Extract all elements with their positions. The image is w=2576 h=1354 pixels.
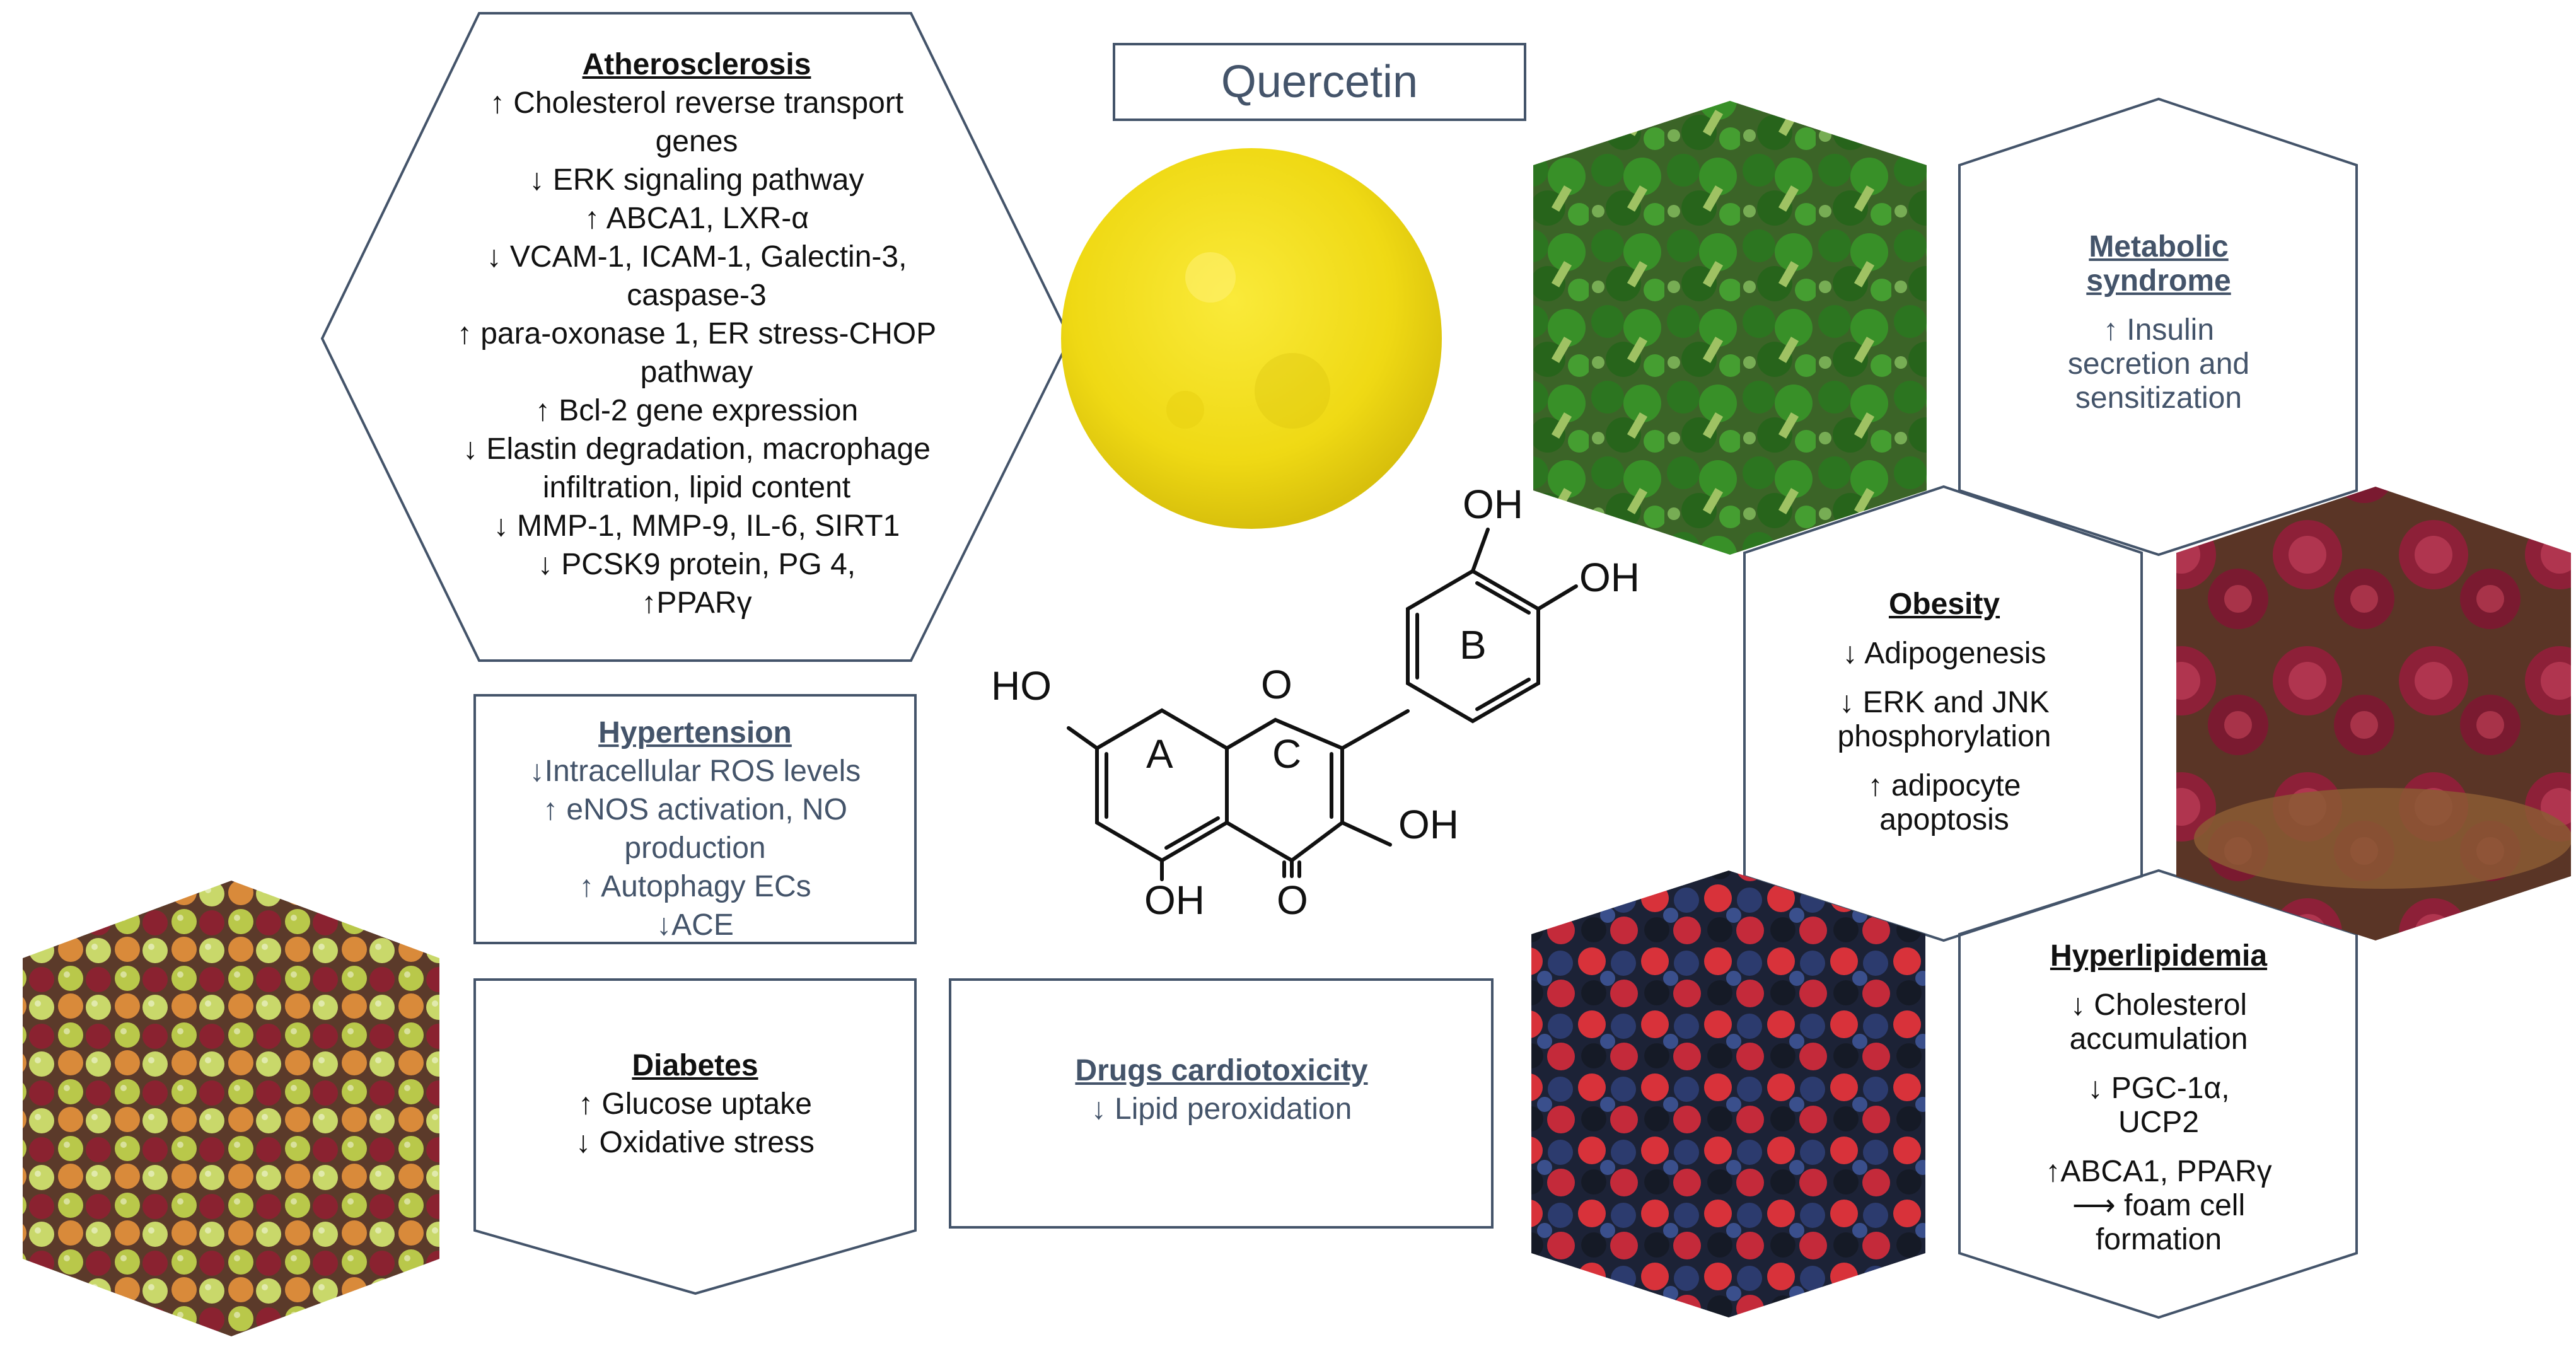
atherosclerosis-line: ↑ Bcl-2 gene expression <box>535 394 859 427</box>
obesity-line: apoptosis <box>1879 803 2009 836</box>
obesity-line: ↓ Adipogenesis <box>1842 637 2046 670</box>
obesity-line: ↓ ERK and JNK <box>1839 686 2050 719</box>
molecule-labels: OH OH HO O OH OH O A C B <box>991 482 1640 923</box>
hyperlipidemia-hexagon <box>1958 869 2358 1319</box>
obesity-line: ↑ adipocyte <box>1867 769 2021 802</box>
oh-bottom-label: OH <box>1144 877 1205 923</box>
hypertension-heading: Hypertension <box>598 716 792 749</box>
hyperlipidemia-text: Hyperlipidemia ↓ Cholesterol accumulatio… <box>1992 939 2325 1257</box>
o-ring-label: O <box>1261 662 1292 707</box>
o-ketone-label: O <box>1277 877 1308 923</box>
drugs-cardiotoxicity-line: ↓ Lipid peroxidation <box>1091 1092 1352 1126</box>
hypertension-line: ↑ Autophagy ECs <box>579 870 811 903</box>
obesity-text: Obesity ↓ Adipogenesis ↓ ERK and JNK pho… <box>1778 587 2111 837</box>
diabetes-line: ↓ Oxidative stress <box>576 1126 815 1159</box>
ring-a-label: A <box>1146 731 1173 777</box>
oh-top-label: OH <box>1463 482 1523 527</box>
metabolic-syndrome-line: ↑ Insulin <box>2103 313 2215 347</box>
ring-c-label: C <box>1272 731 1301 777</box>
hyperlipidemia-line: accumulation <box>2069 1022 2248 1056</box>
atherosclerosis-line: ↑ Cholesterol reverse transport <box>489 86 904 120</box>
hypertension-line: ↑ eNOS activation, NO <box>543 793 847 826</box>
grapes-image <box>23 881 439 1336</box>
red-onions-image <box>2176 487 2571 940</box>
atherosclerosis-line: infiltration, lipid content <box>542 471 851 504</box>
metabolic-syndrome-line: secretion and <box>2067 347 2250 381</box>
metabolic-syndrome-heading: syndrome <box>2086 264 2231 298</box>
metabolic-syndrome-heading: Metabolic <box>2089 230 2229 263</box>
hypertension-line: ↓Intracellular ROS levels <box>529 755 861 788</box>
atherosclerosis-line: genes <box>655 125 738 158</box>
hypertension-box <box>473 694 917 944</box>
ho-left-label: HO <box>991 663 1052 709</box>
quercetin-molecule <box>1067 528 1578 881</box>
atherosclerosis-line: pathway <box>640 356 753 389</box>
hypertension-line: production <box>624 831 766 865</box>
atherosclerosis-line: ↓ Elastin degradation, macrophage <box>463 432 931 466</box>
hypertension-text: Hypertension ↓Intracellular ROS levels ↑… <box>479 714 911 944</box>
obesity-heading: Obesity <box>1888 587 2000 621</box>
hyperlipidemia-line: ↓ Cholesterol <box>2070 988 2248 1022</box>
metabolic-syndrome-text: Metabolic syndrome ↑ Insulin secretion a… <box>1992 230 2325 415</box>
metabolic-syndrome-hexagon <box>1958 97 2358 557</box>
metabolic-syndrome-line: sensitization <box>2075 381 2242 415</box>
diabetes-text: Diabetes ↑ Glucose uptake ↓ Oxidative st… <box>479 1046 911 1162</box>
atherosclerosis-heading: Atherosclerosis <box>582 48 811 81</box>
mixed-berries-image <box>1531 871 1925 1317</box>
hyperlipidemia-heading: Hyperlipidemia <box>2050 939 2268 973</box>
hypertension-line: ↓ACE <box>656 908 734 942</box>
atherosclerosis-line: ↓ VCAM-1, ICAM-1, Galectin-3, <box>486 240 907 274</box>
atherosclerosis-line: ↑ ABCA1, LXR-α <box>584 202 809 235</box>
hyperlipidemia-line: UCP2 <box>2118 1106 2200 1139</box>
atherosclerosis-line: ↓ MMP-1, MMP-9, IL-6, SIRT1 <box>493 509 900 543</box>
atherosclerosis-line: ↓ PCSK9 protein, PG 4, <box>537 548 856 581</box>
hyperlipidemia-line: ↑ABCA1, PPARγ <box>2045 1155 2272 1188</box>
diabetes-line: ↑ Glucose uptake <box>578 1087 812 1121</box>
drugs-cardiotoxicity-box <box>949 978 1494 1229</box>
drugs-cardiotoxicity-text: Drugs cardiotoxicity ↓ Lipid peroxidatio… <box>955 1051 1488 1128</box>
hyperlipidemia-line: ↓ PGC-1α, <box>2087 1072 2230 1105</box>
hyperlipidemia-line: formation <box>2095 1223 2222 1256</box>
atherosclerosis-line: ↑ para-oxonase 1, ER stress-CHOP <box>456 317 937 350</box>
atherosclerosis-line: ↑PPARγ <box>641 586 752 620</box>
atherosclerosis-text: Atherosclerosis ↑ Cholesterol reverse tr… <box>391 45 1002 622</box>
diabetes-pentagon <box>473 978 917 1295</box>
hyperlipidemia-line: ⟶ foam cell <box>2072 1189 2246 1222</box>
ring-b-label: B <box>1459 622 1487 668</box>
diabetes-heading: Diabetes <box>632 1049 758 1082</box>
obesity-line: phosphorylation <box>1837 720 2051 753</box>
atherosclerosis-line: ↓ ERK signaling pathway <box>529 163 864 197</box>
broccoli-image <box>1533 101 1927 555</box>
atherosclerosis-line: caspase-3 <box>627 279 767 312</box>
quercetin-title: Quercetin <box>1113 43 1526 121</box>
oh-c3-label: OH <box>1398 802 1459 847</box>
drugs-cardiotoxicity-heading: Drugs cardiotoxicity <box>1075 1054 1368 1087</box>
oh-right-label: OH <box>1579 555 1640 600</box>
quercetin-powder-image <box>1061 148 1442 529</box>
